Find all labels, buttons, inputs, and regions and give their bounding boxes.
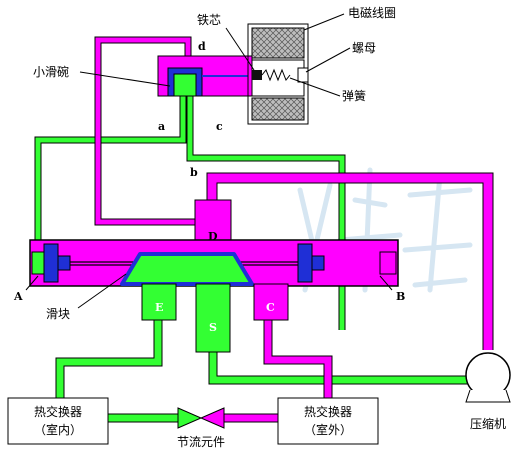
main-valve-body [29,199,399,353]
outdoor-heat-exchanger [277,397,379,445]
port-C-label: C [266,301,275,314]
left-piston [43,243,59,283]
indoor-heat-exchanger [7,397,109,445]
outdoor-he-line1: 热交换器 [304,404,352,419]
port-E-label: E [155,301,163,314]
pilot-valve [157,55,309,97]
leader-lines [25,13,393,309]
small-slide-bowl-label: 小滑碗 [33,64,69,79]
nut [297,67,309,83]
spring-label: 弹簧 [342,88,366,103]
slider-block [120,252,254,286]
nut-label: 螺母 [352,41,376,55]
iron-core-label: 铁芯 [197,13,221,27]
port-d-small-label: d [198,40,206,53]
port-a-label: a [158,120,165,133]
iron-core [252,70,262,80]
watermark [297,167,473,293]
end-B-label: B [396,290,405,303]
indoor-he-line2: （室内） [34,422,82,437]
port-b-small-label: b [190,166,198,179]
compressor-label: 压缩机 [470,416,506,431]
port-S-label: S [209,321,217,334]
end-A-label: A [13,290,23,303]
right-piston [297,243,313,283]
spring [261,68,291,82]
low-pressure-pipes [34,96,470,423]
small-slide-bowl [173,73,197,97]
high-pressure-pipes [94,36,494,423]
outdoor-he-line2: （室外） [304,422,352,437]
throttle-label: 节流元件 [177,435,225,449]
compressor [465,352,511,403]
throttle-element [177,407,225,429]
solenoid-coil-label: 电磁线圈 [348,5,396,20]
solenoid-coil [247,23,309,125]
indoor-he-line1: 热交换器 [34,404,82,419]
port-c-small-label: c [216,120,223,133]
port-D-label: D [208,230,218,243]
slider-label: 滑块 [46,307,70,321]
